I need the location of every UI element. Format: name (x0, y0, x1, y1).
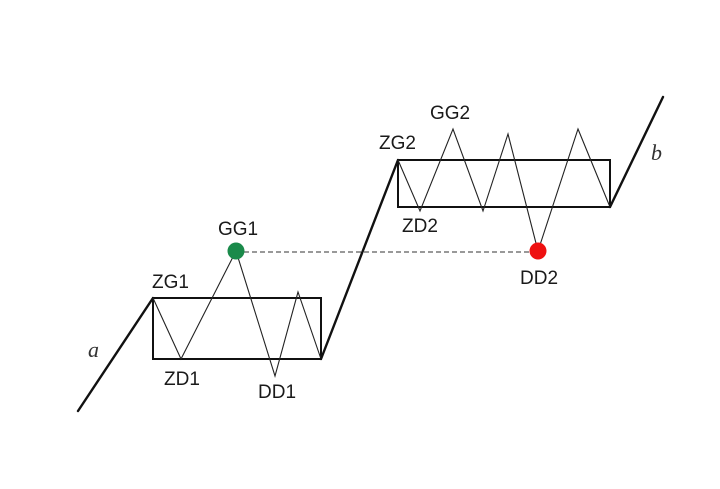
label-zg2: ZG2 (379, 133, 416, 154)
label-b: b (651, 140, 662, 165)
label-gg1: GG1 (218, 219, 258, 240)
dd2-marker (529, 242, 547, 260)
label-dd2: DD2 (520, 268, 558, 289)
label-gg2: GG2 (430, 103, 470, 124)
label-zg1: ZG1 (152, 272, 189, 293)
label-dd1: DD1 (258, 382, 296, 403)
pivot-box-1 (152, 297, 322, 360)
zigzag-2 (397, 127, 611, 253)
label-zd2: ZD2 (402, 216, 438, 237)
rise-line (319, 158, 400, 361)
trend-line-b (608, 95, 665, 209)
zigzag-1 (152, 249, 322, 378)
gg1-marker (227, 242, 245, 260)
pivot-box-2 (397, 159, 611, 208)
label-zd1: ZD1 (164, 369, 200, 390)
trend-line-a (76, 296, 155, 413)
label-a: a (88, 337, 99, 362)
